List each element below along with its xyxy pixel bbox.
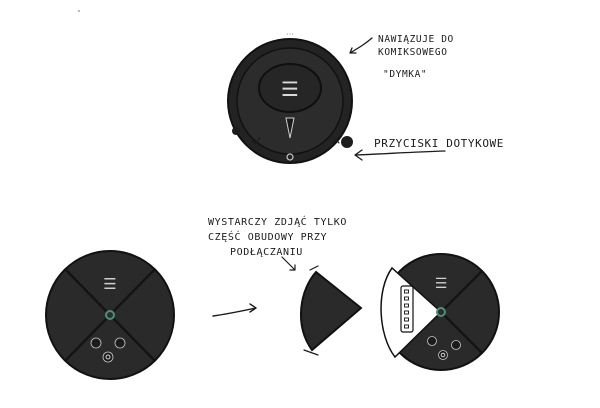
detached-housing-piece [300,265,363,356]
housing-annotation: WYSTARCZY ZDJĄĆ TYLKO CZĘŚĆ OBUDOWY PRZY… [208,215,347,271]
close-icon [117,340,123,346]
connector-port-strip [400,285,414,333]
arrow-icon [349,37,373,54]
power-icon[interactable] [286,153,294,161]
center-led [436,307,446,317]
power-icon [105,354,111,360]
segment-lines [440,270,483,354]
touch-buttons-annotation: PRZYCISKI DOTYKOWE [354,137,504,161]
housing-cap [300,270,363,352]
check-icon[interactable] [251,137,261,145]
housing-cap-edge [303,265,319,356]
arrow-icon [354,149,446,161]
side-knob-right [341,136,353,148]
device-bottom-left: ☰ [45,250,175,380]
menu-icon: ☰ [435,276,448,292]
device-opened: ☰ [380,253,500,371]
power-button[interactable] [102,351,114,363]
speech-bubble-panel [258,63,322,113]
power-button[interactable] [438,350,448,360]
touch-buttons-note: PRZYCISKI DOTYKOWE [374,137,504,150]
speech-bubble-note-line-3: "DYMKA" [383,69,427,80]
power-icon [440,352,446,358]
menu-icon: ☰ [103,275,116,293]
speech-bubble-annotation: NAWIĄZUJE DO KOMIKSOWEGO "DYMKA" [349,34,454,80]
check-button[interactable] [427,336,437,346]
menu-icon: ☰ [281,77,299,101]
arrow-icon [212,303,257,317]
speech-bubble-note-line-1: NAWIĄZUJE DO [378,34,454,45]
close-icon[interactable] [332,136,340,144]
connector-pins [404,289,409,329]
check-icon [92,340,100,346]
close-icon [453,342,459,348]
housing-note-line-3: PODŁĄCZANIU [230,247,303,258]
side-knob-left [232,127,240,135]
housing-note-line-2: CZĘŚĆ OBUDOWY PRZY [208,230,327,243]
speech-bubble-note-line-2: KOMIKSOWEGO [378,47,448,58]
bubble-tail-icon [285,117,295,139]
check-icon [429,339,435,343]
housing-note-line-1: WYSTARCZY ZDJĄĆ TYLKO [208,215,347,228]
check-button[interactable] [90,337,102,349]
indicator-dots: ··· [286,30,294,39]
stray-mark [78,10,80,12]
device-top: ☰ ··· [227,30,353,164]
center-led [105,310,115,320]
arrow-icon [281,256,296,271]
